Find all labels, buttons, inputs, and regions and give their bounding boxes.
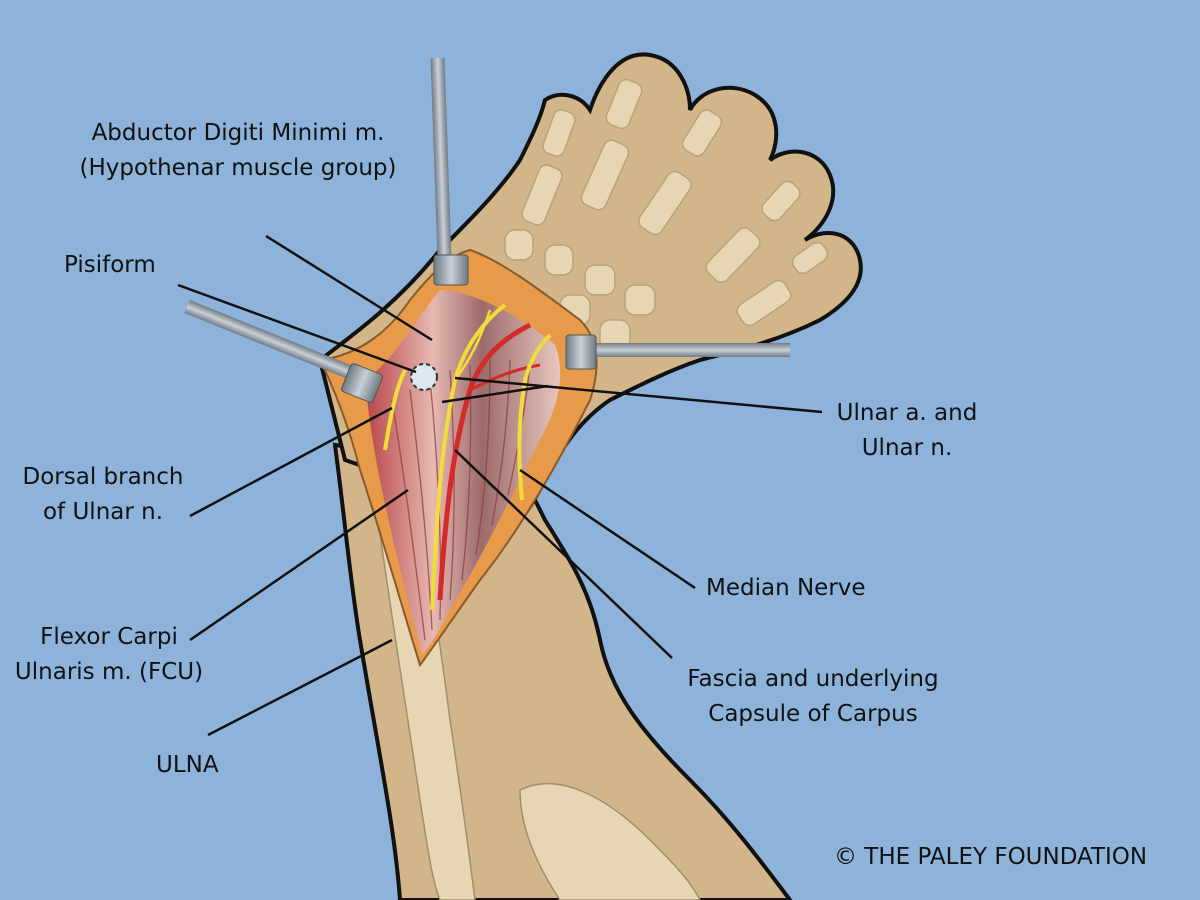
leader-abductor	[265, 234, 433, 342]
label-ulnar-av-line1: Ulnar a. and	[836, 400, 978, 426]
ulnar-artery	[437, 322, 532, 601]
leader-lines	[177, 234, 823, 737]
pisiform-marker	[410, 363, 438, 391]
leader-ulnar-n	[441, 384, 549, 404]
label-ulna-line1: ULNA	[156, 752, 219, 778]
leader-fcu	[189, 488, 409, 642]
label-dorsal-line2: of Ulnar n.	[42, 499, 164, 525]
leader-fascia	[454, 449, 673, 659]
retractor-right	[565, 334, 790, 370]
label-fascia-line1: Fascia and underlying	[687, 666, 939, 692]
label-fascia: Fascia and underlying Capsule of Carpus	[672, 662, 954, 732]
label-abductor-line2: (Hypothenar muscle group)	[79, 155, 397, 181]
label-median: Median Nerve	[706, 571, 866, 606]
ulnar-nerve	[430, 303, 507, 611]
label-dorsal-line1: Dorsal branch	[22, 464, 184, 490]
label-median-line1: Median Nerve	[706, 575, 866, 601]
label-pisiform: Pisiform	[64, 248, 156, 283]
label-ulna: ULNA	[156, 748, 219, 783]
label-dorsal: Dorsal branch of Ulnar n.	[8, 460, 198, 530]
label-ulnar-av: Ulnar a. and Ulnar n.	[820, 396, 994, 466]
label-fcu: Flexor Carpi Ulnaris m. (FCU)	[4, 620, 214, 690]
label-ulnar-av-line2: Ulnar n.	[861, 435, 953, 461]
retractor-top	[430, 57, 469, 286]
label-fcu-line2: Ulnaris m. (FCU)	[14, 659, 204, 685]
retractor-left	[184, 299, 383, 403]
leader-ulna	[207, 638, 393, 737]
label-abductor-line1: Abductor Digiti Minimi m.	[91, 120, 385, 146]
leader-ulnar-a	[454, 376, 823, 414]
label-pisiform-line1: Pisiform	[64, 252, 156, 278]
label-fascia-line2: Capsule of Carpus	[708, 701, 918, 727]
leader-dorsal	[189, 406, 393, 518]
leader-median	[519, 468, 696, 590]
label-abductor: Abductor Digiti Minimi m. (Hypothenar mu…	[58, 116, 418, 186]
hand-bones	[504, 78, 829, 351]
radius-bone	[519, 782, 701, 900]
leader-pisiform	[177, 283, 417, 374]
copyright-notice: © THE PALEY FOUNDATION	[834, 844, 1148, 870]
dorsal-branch	[383, 369, 407, 451]
label-fcu-line1: Flexor Carpi	[40, 624, 178, 650]
